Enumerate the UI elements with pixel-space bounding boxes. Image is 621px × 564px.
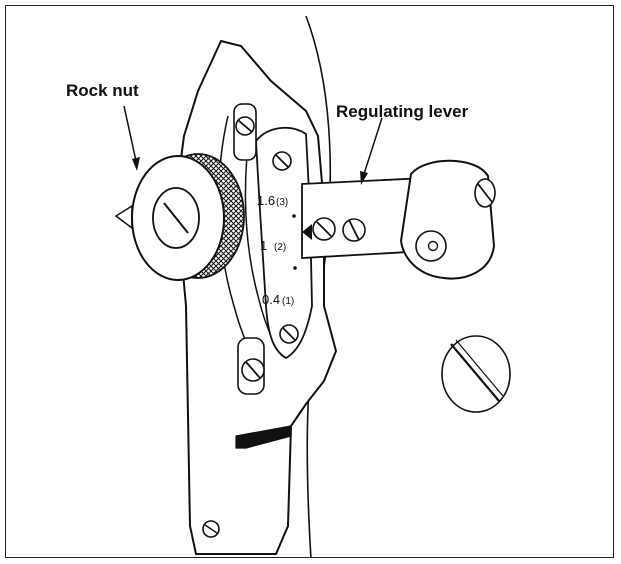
scale-mark-3: 0.4 (1) — [262, 292, 294, 307]
scale-screw-bottom — [279, 324, 299, 344]
scale-mark-2: 1 (2) — [260, 238, 286, 253]
scale-value-1: 1.6 — [257, 193, 275, 208]
plate-hole — [202, 520, 220, 538]
scale-value-3: 0.4 — [262, 292, 280, 307]
lever-clamp-screw — [474, 178, 496, 208]
lever-screw-1 — [312, 217, 336, 241]
scale-value-2: 1 — [260, 238, 267, 253]
scale-screw-top — [272, 151, 292, 171]
lever-end-block — [399, 159, 496, 280]
scale-index-1: (1) — [282, 296, 294, 307]
regulating-lever-leader — [363, 117, 383, 175]
lever-pointer — [302, 224, 312, 240]
plate-hook — [235, 425, 292, 449]
diagram-frame: 1.6 (3) 1 (2) 0.4 (1) Rock nut Regulatin… — [5, 5, 614, 558]
regulating-lever-label: Regulating lever — [336, 102, 469, 121]
rock-nut-leader — [123, 105, 137, 162]
lever-screw-2 — [342, 218, 366, 242]
mechanism-drawing: 1.6 (3) 1 (2) 0.4 (1) — [114, 15, 511, 557]
plate-screw-upper — [233, 103, 257, 161]
scale-plate — [255, 126, 313, 360]
rock-nut-label: Rock nut — [66, 81, 139, 100]
rock-nut — [114, 153, 245, 281]
large-screw-head — [441, 335, 511, 413]
lever-pivot — [415, 230, 447, 262]
scale-index-2: (2) — [274, 242, 286, 253]
plate-screw-lower — [237, 337, 265, 395]
scale-index-3: (3) — [276, 197, 288, 208]
scale-mark-1: 1.6 (3) — [257, 193, 288, 208]
